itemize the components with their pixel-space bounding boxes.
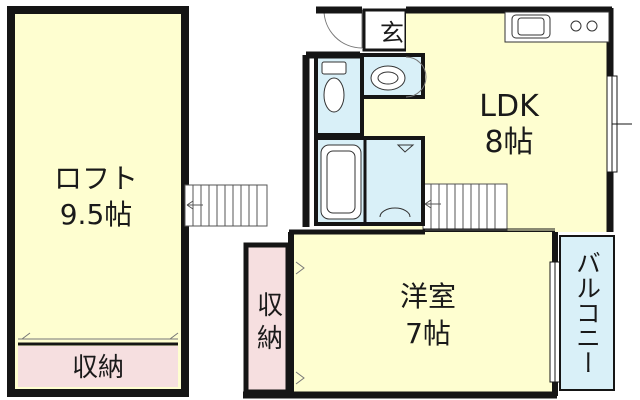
- loft-name: ロフト: [54, 162, 138, 195]
- toilet: [314, 53, 364, 137]
- ldk-name: LDK: [479, 89, 540, 124]
- western-storage-label-2: 納: [257, 324, 283, 354]
- entrance-label: 玄: [380, 19, 404, 47]
- loft-room: [7, 6, 189, 397]
- ldk-size: 8帖: [484, 125, 533, 160]
- western-storage-label-1: 収: [257, 291, 283, 321]
- loft-size: 9.5帖: [60, 198, 133, 231]
- loft-stair: [184, 184, 268, 227]
- western-storage: [243, 242, 291, 395]
- loft-storage-label: 収納: [72, 353, 124, 383]
- entrance-area: [316, 6, 408, 52]
- loft-storage: [18, 346, 178, 387]
- bath: [314, 136, 425, 226]
- washroom: [360, 53, 427, 99]
- western-name: 洋室: [400, 280, 456, 313]
- balcony-label: バルコニー: [573, 250, 602, 375]
- loft-area: [7, 6, 189, 397]
- western-room-area: [243, 229, 561, 399]
- balcony-area: [559, 235, 615, 391]
- western-size: 7帖: [405, 317, 451, 350]
